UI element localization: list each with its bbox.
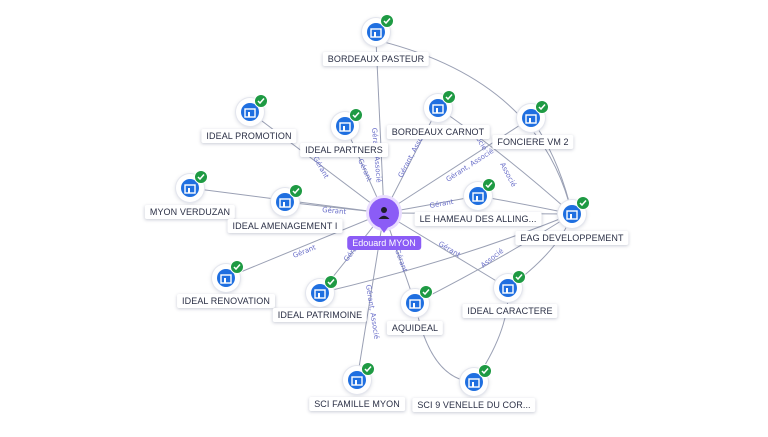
person-node[interactable] [369, 198, 399, 228]
check-icon [230, 260, 244, 274]
edge-fonciere-vm2 [383, 117, 532, 214]
check-icon [535, 100, 549, 114]
company-node[interactable] [271, 184, 303, 216]
edge-label: Gérant [437, 240, 462, 259]
company-node[interactable] [236, 94, 268, 126]
company-label[interactable]: FONCIERE VM 2 [492, 135, 574, 149]
check-icon [478, 364, 492, 378]
edge-label: Gérant [429, 198, 454, 210]
user-icon [378, 207, 390, 219]
edge-aquideal [383, 212, 416, 304]
check-icon [349, 108, 363, 122]
company-label[interactable]: AQUIDEAL [386, 321, 444, 335]
edge-aquideal-eag [414, 213, 573, 304]
building-icon [522, 109, 540, 127]
company-node[interactable] [460, 364, 492, 396]
company-label[interactable]: IDEAL PARTNERS [300, 143, 388, 157]
building-icon [367, 23, 385, 41]
building-icon [563, 205, 581, 223]
company-label[interactable]: MYON VERDUZAN [144, 205, 236, 219]
company-label[interactable]: IDEAL CARACTERE [462, 304, 558, 318]
edge-patrimoine-eag [319, 213, 573, 294]
company-node[interactable] [401, 285, 433, 317]
company-label[interactable]: LE HAMEAU DES ALLING... [414, 212, 542, 226]
company-node[interactable] [494, 270, 526, 302]
check-icon [482, 178, 496, 192]
company-node[interactable] [517, 100, 549, 132]
company-node[interactable] [212, 260, 244, 292]
company-node[interactable] [558, 196, 590, 228]
edge-label: Gérant [356, 158, 373, 183]
edge-ideal-renovation [225, 212, 385, 279]
company-label[interactable]: BORDEAUX CARNOT [386, 125, 490, 139]
company-node[interactable] [331, 108, 363, 140]
check-icon [194, 170, 208, 184]
company-label[interactable]: IDEAL PATRIMOINE [272, 308, 368, 322]
check-icon [442, 90, 456, 104]
company-label[interactable]: SCI 9 VENELLE DU COR... [412, 398, 536, 412]
check-icon [576, 196, 590, 210]
company-label[interactable]: IDEAL AMENAGEMENT I [227, 219, 343, 233]
person-label[interactable]: Edouard MYON [347, 236, 421, 250]
company-node[interactable] [362, 14, 394, 46]
edge-ideal-caractere [383, 212, 509, 289]
company-label[interactable]: BORDEAUX PASTEUR [322, 52, 430, 66]
building-icon [465, 373, 483, 391]
building-icon [336, 117, 354, 135]
edge-carnot-eag [437, 107, 573, 215]
building-icon [469, 187, 487, 205]
building-icon [429, 99, 447, 117]
building-icon [348, 371, 366, 389]
check-icon [419, 285, 433, 299]
company-node[interactable] [306, 275, 338, 307]
check-icon [254, 94, 268, 108]
building-icon [499, 279, 517, 297]
check-icon [324, 275, 338, 289]
company-node[interactable] [464, 178, 496, 210]
building-icon [276, 193, 294, 211]
company-node[interactable] [424, 90, 456, 122]
edge-bordeaux-pasteur [375, 39, 385, 214]
edge-vm2-eag [530, 117, 573, 215]
check-icon [380, 14, 394, 28]
company-label[interactable]: IDEAL PROMOTION [201, 129, 297, 143]
building-icon [217, 269, 235, 287]
company-node[interactable] [343, 362, 375, 394]
edge-ideal-promotion [249, 111, 385, 214]
edge-hameau [383, 195, 479, 214]
person-pointer [379, 226, 389, 233]
edge-label: Gérant [393, 248, 409, 274]
company-label[interactable]: IDEAL RENOVATION [177, 294, 275, 308]
building-icon [181, 179, 199, 197]
building-icon [406, 294, 424, 312]
check-icon [361, 362, 375, 376]
edge-label: Gérant [322, 206, 347, 216]
edge-label: Associé [479, 247, 505, 270]
edge-ideal-amenagement [284, 201, 385, 214]
check-icon [512, 270, 526, 284]
company-label[interactable]: SCI FAMILLE MYON [309, 397, 405, 411]
building-icon [311, 284, 329, 302]
check-icon [289, 184, 303, 198]
company-node[interactable] [176, 170, 208, 202]
building-icon [241, 103, 259, 121]
company-label[interactable]: EAG DEVELOPPEMENT [515, 231, 629, 245]
edge-label: Gérant [311, 155, 330, 180]
